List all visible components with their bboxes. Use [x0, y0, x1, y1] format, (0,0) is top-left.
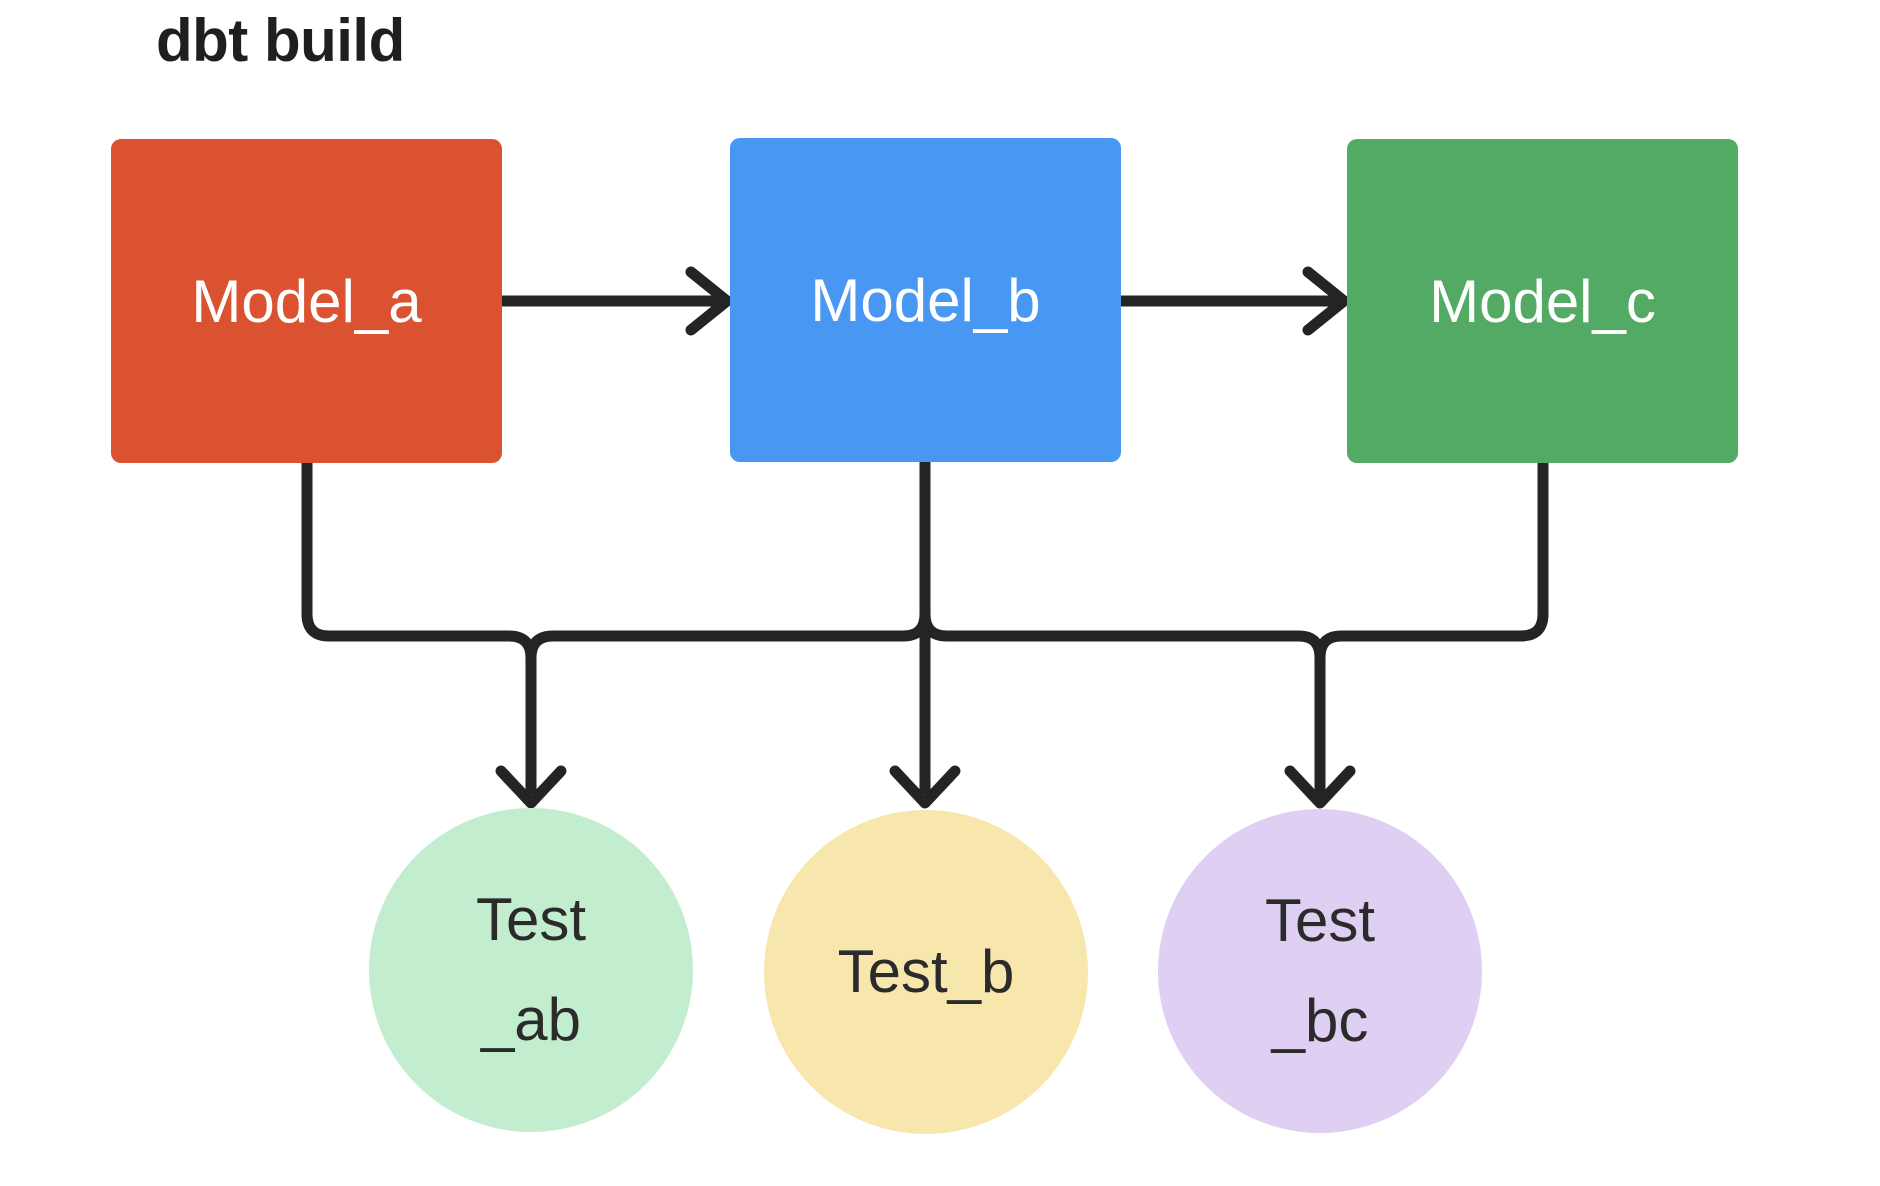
node-model-b: Model_b: [730, 138, 1121, 462]
node-test-ab-label-line2: _ab: [480, 986, 582, 1053]
arrowhead-test-bc-icon: [1284, 765, 1356, 809]
node-test-b: Test_b: [764, 810, 1088, 1134]
node-model-c-label: Model_c: [1429, 267, 1656, 335]
arrowhead-test-b-icon: [889, 765, 961, 809]
arrowhead-model-b-icon: [685, 266, 733, 336]
node-test-bc: Test _bc: [1158, 809, 1482, 1133]
arrowhead-test-ab-icon: [495, 765, 567, 809]
node-test-b-label: Test_b: [837, 938, 1015, 1005]
edge-model-a-to-test-ab: [301, 457, 537, 795]
edge-group: [301, 266, 1549, 809]
edge-model-b-to-test-bc: [919, 608, 1326, 664]
node-model-a-label: Model_a: [191, 267, 422, 335]
node-model-c: Model_c: [1347, 139, 1738, 463]
node-test-bc-label-line1: Test: [1264, 887, 1376, 954]
node-test-ab: Test _ab: [369, 808, 693, 1132]
edge-model-b-to-test-ab: [525, 608, 931, 664]
node-test-bc-label-line2: _bc: [1271, 987, 1369, 1054]
arrowhead-model-c-icon: [1302, 266, 1350, 336]
edge-model-c-to-test-bc: [1314, 457, 1549, 795]
node-model-a: Model_a: [111, 139, 502, 463]
node-test-ab-label-line1: Test: [475, 886, 587, 953]
diagram-title: dbt build: [156, 7, 405, 74]
node-model-b-label: Model_b: [810, 266, 1041, 334]
